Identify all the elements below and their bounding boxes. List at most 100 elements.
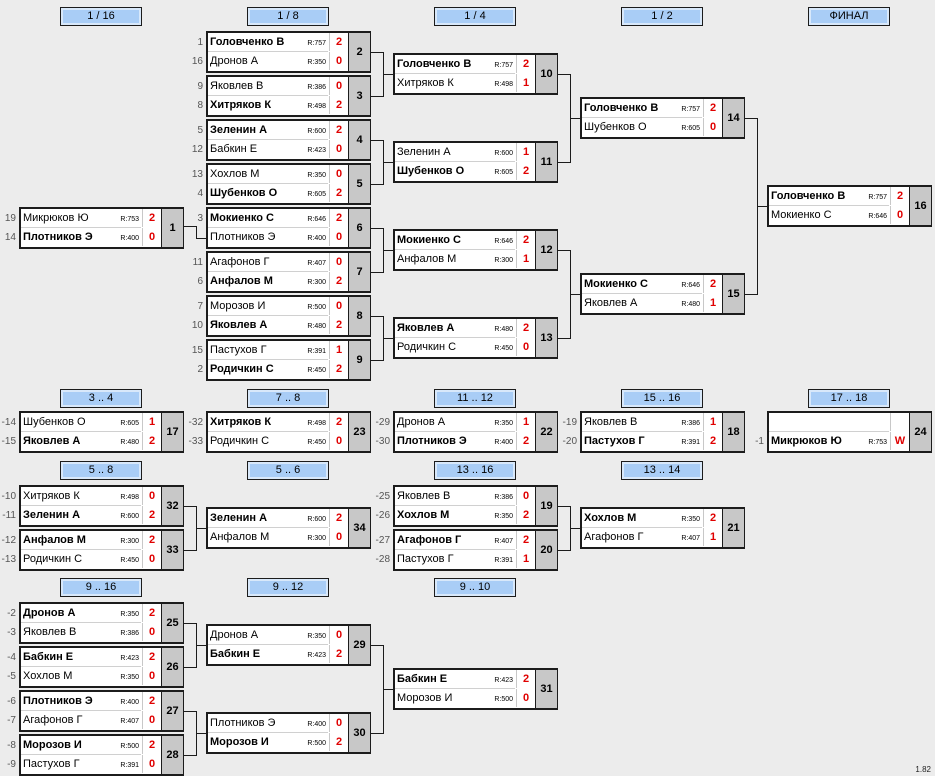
player-row[interactable] (769, 413, 889, 432)
